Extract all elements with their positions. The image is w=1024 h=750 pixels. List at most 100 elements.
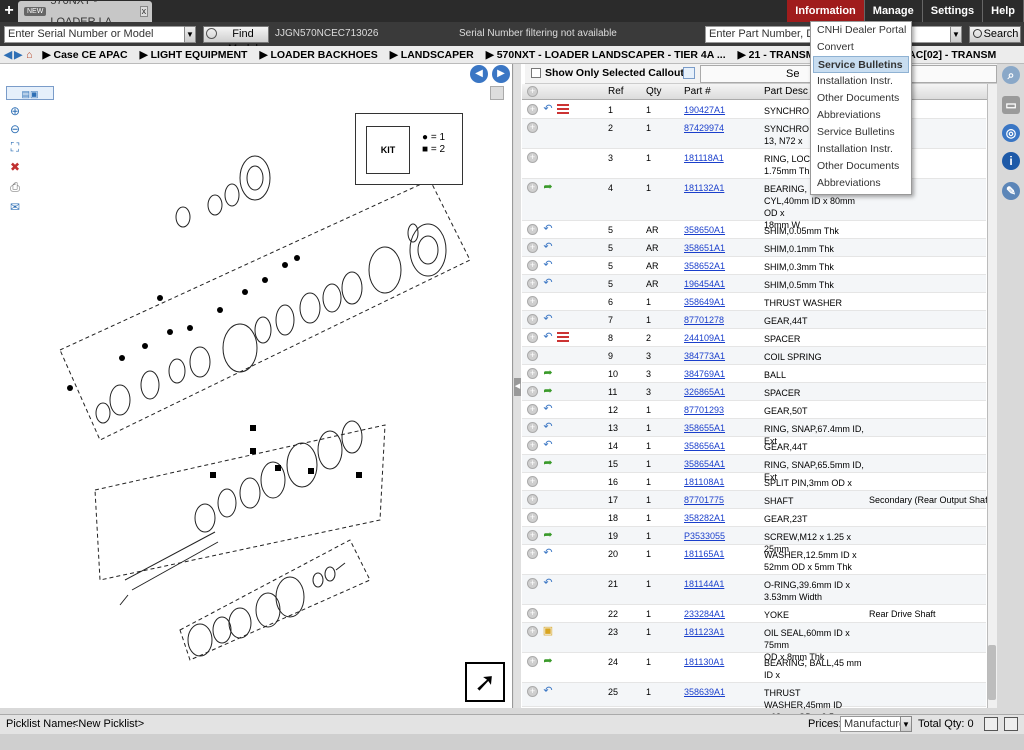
print-icon[interactable]: ⎙ — [10, 180, 20, 194]
add-to-picklist-icon[interactable]: + — [527, 656, 538, 667]
email-icon[interactable]: ✉ — [9, 200, 21, 214]
replace-arrow-icon[interactable]: ↶ — [543, 277, 553, 289]
row-part-link[interactable]: 358649A1 — [684, 297, 726, 307]
replace-arrow-icon[interactable]: ↶ — [543, 241, 553, 253]
zoom-out-icon[interactable]: ⊖ — [9, 122, 21, 136]
add-to-picklist-icon[interactable]: + — [527, 512, 538, 523]
table-row[interactable]: +↶11190427A1SYNCHRO1 — [522, 101, 986, 119]
related-arrow-icon[interactable]: ➦ — [543, 655, 553, 667]
add-all-icon[interactable]: + — [527, 86, 538, 97]
related-arrow-icon[interactable]: ➦ — [543, 457, 553, 469]
col-qty[interactable]: Qty — [646, 86, 662, 97]
add-to-picklist-icon[interactable]: + — [527, 182, 538, 193]
list-view-icon[interactable] — [683, 67, 695, 79]
row-part-link[interactable]: 358652A1 — [684, 261, 726, 271]
row-part-link[interactable]: 181130A1 — [684, 657, 725, 667]
replace-arrow-icon[interactable]: ↶ — [543, 331, 553, 343]
dd-abbreviations[interactable]: Abbreviations — [817, 109, 881, 121]
add-to-picklist-icon[interactable]: + — [527, 242, 538, 253]
row-part-link[interactable]: 196454A1 — [684, 279, 726, 289]
related-arrow-icon[interactable]: ➦ — [543, 367, 553, 379]
row-part-link[interactable]: 358639A1 — [684, 687, 726, 697]
dd-service-bulletins[interactable]: Service Bulletins — [813, 56, 909, 73]
add-to-picklist-icon[interactable]: + — [527, 152, 538, 163]
replace-arrow-icon[interactable]: ↶ — [543, 439, 553, 451]
part-search-dropdown-icon[interactable]: ▼ — [950, 26, 962, 43]
add-to-picklist-icon[interactable]: + — [527, 224, 538, 235]
menu-information[interactable]: Information — [787, 0, 865, 22]
row-part-link[interactable]: 181123A1 — [684, 627, 725, 637]
replace-arrow-icon[interactable]: ↶ — [543, 259, 553, 271]
magnify-icon[interactable]: ⌕ — [1002, 66, 1020, 84]
chat-icon[interactable]: ✎ — [1002, 182, 1020, 200]
row-part-link[interactable]: P3533055 — [684, 531, 726, 541]
row-part-link[interactable]: 190427A1 — [684, 105, 726, 115]
row-part-link[interactable]: 358655A1 — [684, 423, 726, 433]
add-to-picklist-icon[interactable]: + — [527, 530, 538, 541]
fit-icon[interactable]: ⛶ — [10, 140, 20, 154]
row-part-link[interactable]: 87701293 — [684, 405, 725, 415]
collapse-icon[interactable]: ◀ — [514, 378, 521, 396]
note-cards-icon[interactable] — [557, 104, 569, 115]
menu-manage[interactable]: Manage — [865, 0, 923, 22]
add-to-picklist-icon[interactable]: + — [527, 578, 538, 589]
row-part-link[interactable]: 358651A1 — [684, 243, 726, 253]
crumb-1[interactable]: ▶ Case CE APAC — [42, 48, 128, 61]
row-part-link[interactable]: 181118A1 — [684, 153, 724, 163]
row-part-link[interactable]: 233284A1 — [684, 609, 726, 619]
navigate-arrow-icon[interactable]: ➚ — [465, 662, 505, 702]
vertical-scrollbar[interactable] — [987, 84, 997, 708]
add-to-picklist-icon[interactable]: + — [527, 386, 538, 397]
replace-arrow-icon[interactable]: ↶ — [543, 313, 553, 325]
row-part-link[interactable]: 181144A1 — [684, 579, 725, 589]
note-cards-icon[interactable] — [557, 332, 569, 343]
add-to-picklist-icon[interactable]: + — [527, 494, 538, 505]
crumb-2[interactable]: ▶ LIGHT EQUIPMENT — [139, 48, 248, 61]
new-tab-button[interactable]: + — [4, 2, 14, 19]
serial-input[interactable]: Enter Serial Number or Model — [4, 26, 186, 43]
replace-arrow-icon[interactable]: ↶ — [543, 577, 553, 589]
serial-dropdown-icon[interactable]: ▼ — [184, 26, 196, 43]
related-arrow-icon[interactable]: ➦ — [543, 529, 553, 541]
replace-arrow-icon[interactable]: ↶ — [543, 403, 553, 415]
add-to-picklist-icon[interactable]: + — [527, 422, 538, 433]
pane-toggle[interactable] — [490, 86, 504, 100]
close-tab-icon[interactable]: x — [139, 6, 148, 17]
related-arrow-icon[interactable]: ➦ — [543, 181, 553, 193]
row-part-link[interactable]: 244109A1 — [684, 333, 726, 343]
row-part-link[interactable]: 87701775 — [684, 495, 725, 505]
add-to-picklist-icon[interactable]: + — [527, 368, 538, 379]
add-to-picklist-icon[interactable]: + — [527, 476, 538, 487]
row-part-link[interactable]: 87701278 — [684, 315, 725, 325]
add-to-picklist-icon[interactable]: + — [527, 350, 538, 361]
dd-abbreviations-2[interactable]: Abbreviations — [817, 177, 881, 189]
related-arrow-icon[interactable]: ➦ — [543, 385, 553, 397]
row-part-link[interactable]: 181165A1 — [684, 549, 725, 559]
add-to-picklist-icon[interactable]: + — [527, 260, 538, 271]
add-to-picklist-icon[interactable]: + — [527, 314, 538, 325]
scroll-thumb[interactable] — [988, 645, 996, 700]
row-part-link[interactable]: 181132A1 — [684, 183, 725, 193]
col-part[interactable]: Part # — [684, 86, 711, 97]
search-button[interactable]: Search — [969, 26, 1021, 43]
add-to-picklist-icon[interactable]: + — [527, 122, 538, 133]
dd-installation-instr-2[interactable]: Installation Instr. — [817, 143, 893, 155]
